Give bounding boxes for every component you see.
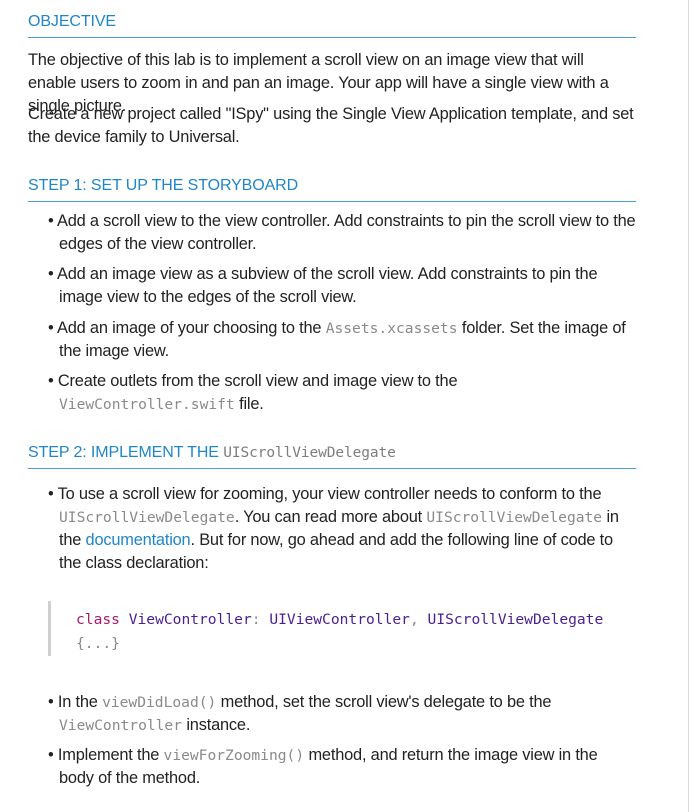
bullet-text: instance. [182, 716, 251, 734]
step1-bullet-outlets: • Create outlets from the scroll view an… [48, 372, 458, 413]
code-protocol: UIScrollViewDelegate [427, 611, 604, 628]
code-block: class ViewController: UIViewController, … [48, 601, 628, 656]
bullet-text: Add an image view as a subview of the sc… [57, 265, 598, 306]
inline-code-delegate: UIScrollViewDelegate [426, 509, 603, 526]
objective-paragraph: The objective of this lab is to implemen… [28, 51, 609, 115]
step1-bullet-scroll-view: • Add a scroll view to the view controll… [48, 212, 636, 253]
bullet-text: In the [57, 693, 103, 711]
inline-code-viewcontroller: ViewController [59, 717, 183, 734]
code-block-bar [48, 601, 51, 656]
bullet-text: Implement the [57, 746, 164, 764]
bullet-text: Create outlets from the scroll view and … [57, 372, 458, 390]
bullet-text: method, and return the image view in the… [59, 746, 598, 787]
inline-code-viewforzooming: viewForZooming() [163, 747, 305, 764]
code-snippet: class ViewController: UIViewController, … [76, 608, 603, 656]
documentation-link[interactable]: documentation [85, 531, 191, 549]
code-comma: , [409, 611, 419, 628]
step2-heading-text: STEP 2: IMPLEMENT THE [28, 444, 224, 461]
step2-bullet-set-delegate: • In the viewDidLoad() method, set the s… [48, 693, 552, 734]
step2-bullet-view-for-zooming: • Implement the viewForZooming() method,… [48, 746, 598, 787]
page-edge-divider [688, 0, 689, 812]
objective-heading-text: OBJECTIVE [28, 13, 117, 30]
bullet-text: To use a scroll view for zooming, your v… [57, 485, 602, 503]
bullet-text: . But for now, go ahead and add the foll… [59, 531, 613, 572]
inline-code-delegate: UIScrollViewDelegate [59, 509, 235, 526]
inline-code-assets: Assets.xcassets [325, 320, 458, 337]
code-superclass: UIViewController [269, 611, 410, 628]
code-colon: : [251, 611, 261, 628]
step1-heading: STEP 1: SET UP THE STORYBOARD [28, 176, 636, 202]
step2-heading: STEP 2: IMPLEMENT THE UIScrollViewDelega… [28, 443, 636, 469]
step1-bullet-image-view: • Add an image view as a subview of the … [48, 265, 598, 306]
bullet-text: folder. Set the image of the image view. [59, 319, 626, 360]
bullet-text: in the [59, 508, 619, 549]
step2-bullet-conform-delegate: • To use a scroll view for zooming, your… [48, 485, 619, 572]
bullet-text: Add an image of your choosing to the [57, 319, 326, 337]
project-setup-paragraph: Create a new project called "ISpy" using… [28, 105, 634, 146]
bullet-text: method, set the scroll view's delegate t… [216, 693, 552, 711]
bullet-text: Add a scroll view to the view controller… [57, 212, 636, 253]
bullet-text: . You can read more about [234, 508, 427, 526]
step1-heading-text: STEP 1: SET UP THE STORYBOARD [28, 177, 299, 194]
code-class-name: ViewController [128, 611, 252, 628]
step1-bullet-add-image: • Add an image of your choosing to the A… [48, 319, 626, 360]
bullet-text: file. [234, 395, 264, 413]
inline-code-viewcontroller-file: ViewController.swift [59, 396, 235, 413]
step2-heading-code: UIScrollViewDelegate [223, 445, 396, 461]
code-keyword: class [76, 611, 120, 628]
objective-heading: OBJECTIVE [28, 12, 636, 38]
code-body: {...} [76, 635, 120, 652]
inline-code-viewdidload: viewDidLoad() [102, 694, 217, 711]
